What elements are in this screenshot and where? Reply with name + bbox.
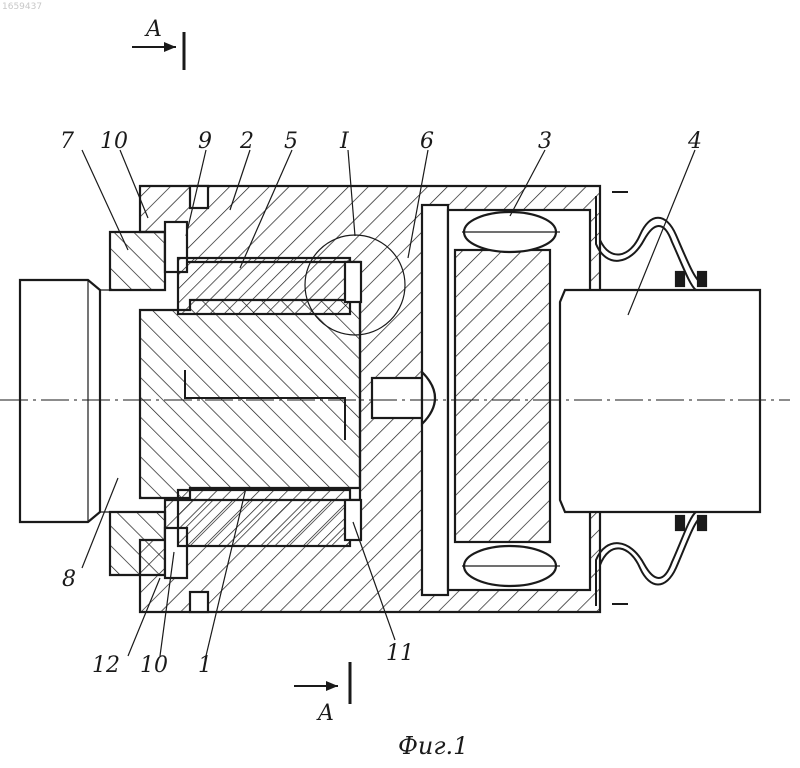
hub bbox=[140, 300, 360, 498]
part-label-8: 8 bbox=[62, 567, 76, 592]
seal-top bbox=[345, 262, 361, 302]
part-label-5: 5 bbox=[284, 129, 298, 154]
document-number: 1659437 bbox=[2, 2, 42, 12]
section-letter-top: A bbox=[144, 17, 162, 42]
part-label-12: 12 bbox=[92, 653, 120, 678]
part-label-3: 3 bbox=[538, 129, 552, 154]
section-letter-bottom: A bbox=[316, 701, 334, 726]
part-label-9: 9 bbox=[198, 129, 212, 154]
part-label-11: 11 bbox=[386, 641, 414, 666]
pin bbox=[372, 378, 422, 418]
part-label-I: I bbox=[339, 129, 350, 154]
part-label-2: 2 bbox=[239, 129, 254, 154]
figure-caption: Фиг.1 bbox=[398, 732, 468, 760]
left-shaft bbox=[20, 280, 140, 522]
part-label-7: 7 bbox=[60, 129, 74, 154]
part-label-1: 1 bbox=[198, 653, 212, 678]
part-label-10-top: 10 bbox=[100, 129, 128, 154]
section-mark-bottom: A bbox=[294, 662, 350, 726]
part-label-10-bottom: 10 bbox=[140, 653, 168, 678]
section-mark-top: A bbox=[132, 17, 184, 70]
bushing-bottom bbox=[178, 490, 350, 546]
part-label-6: 6 bbox=[420, 129, 434, 154]
bushing-top bbox=[178, 258, 350, 314]
right-shaft bbox=[560, 290, 760, 512]
seal-bottom bbox=[345, 500, 361, 540]
part-label-4: 4 bbox=[687, 129, 702, 154]
